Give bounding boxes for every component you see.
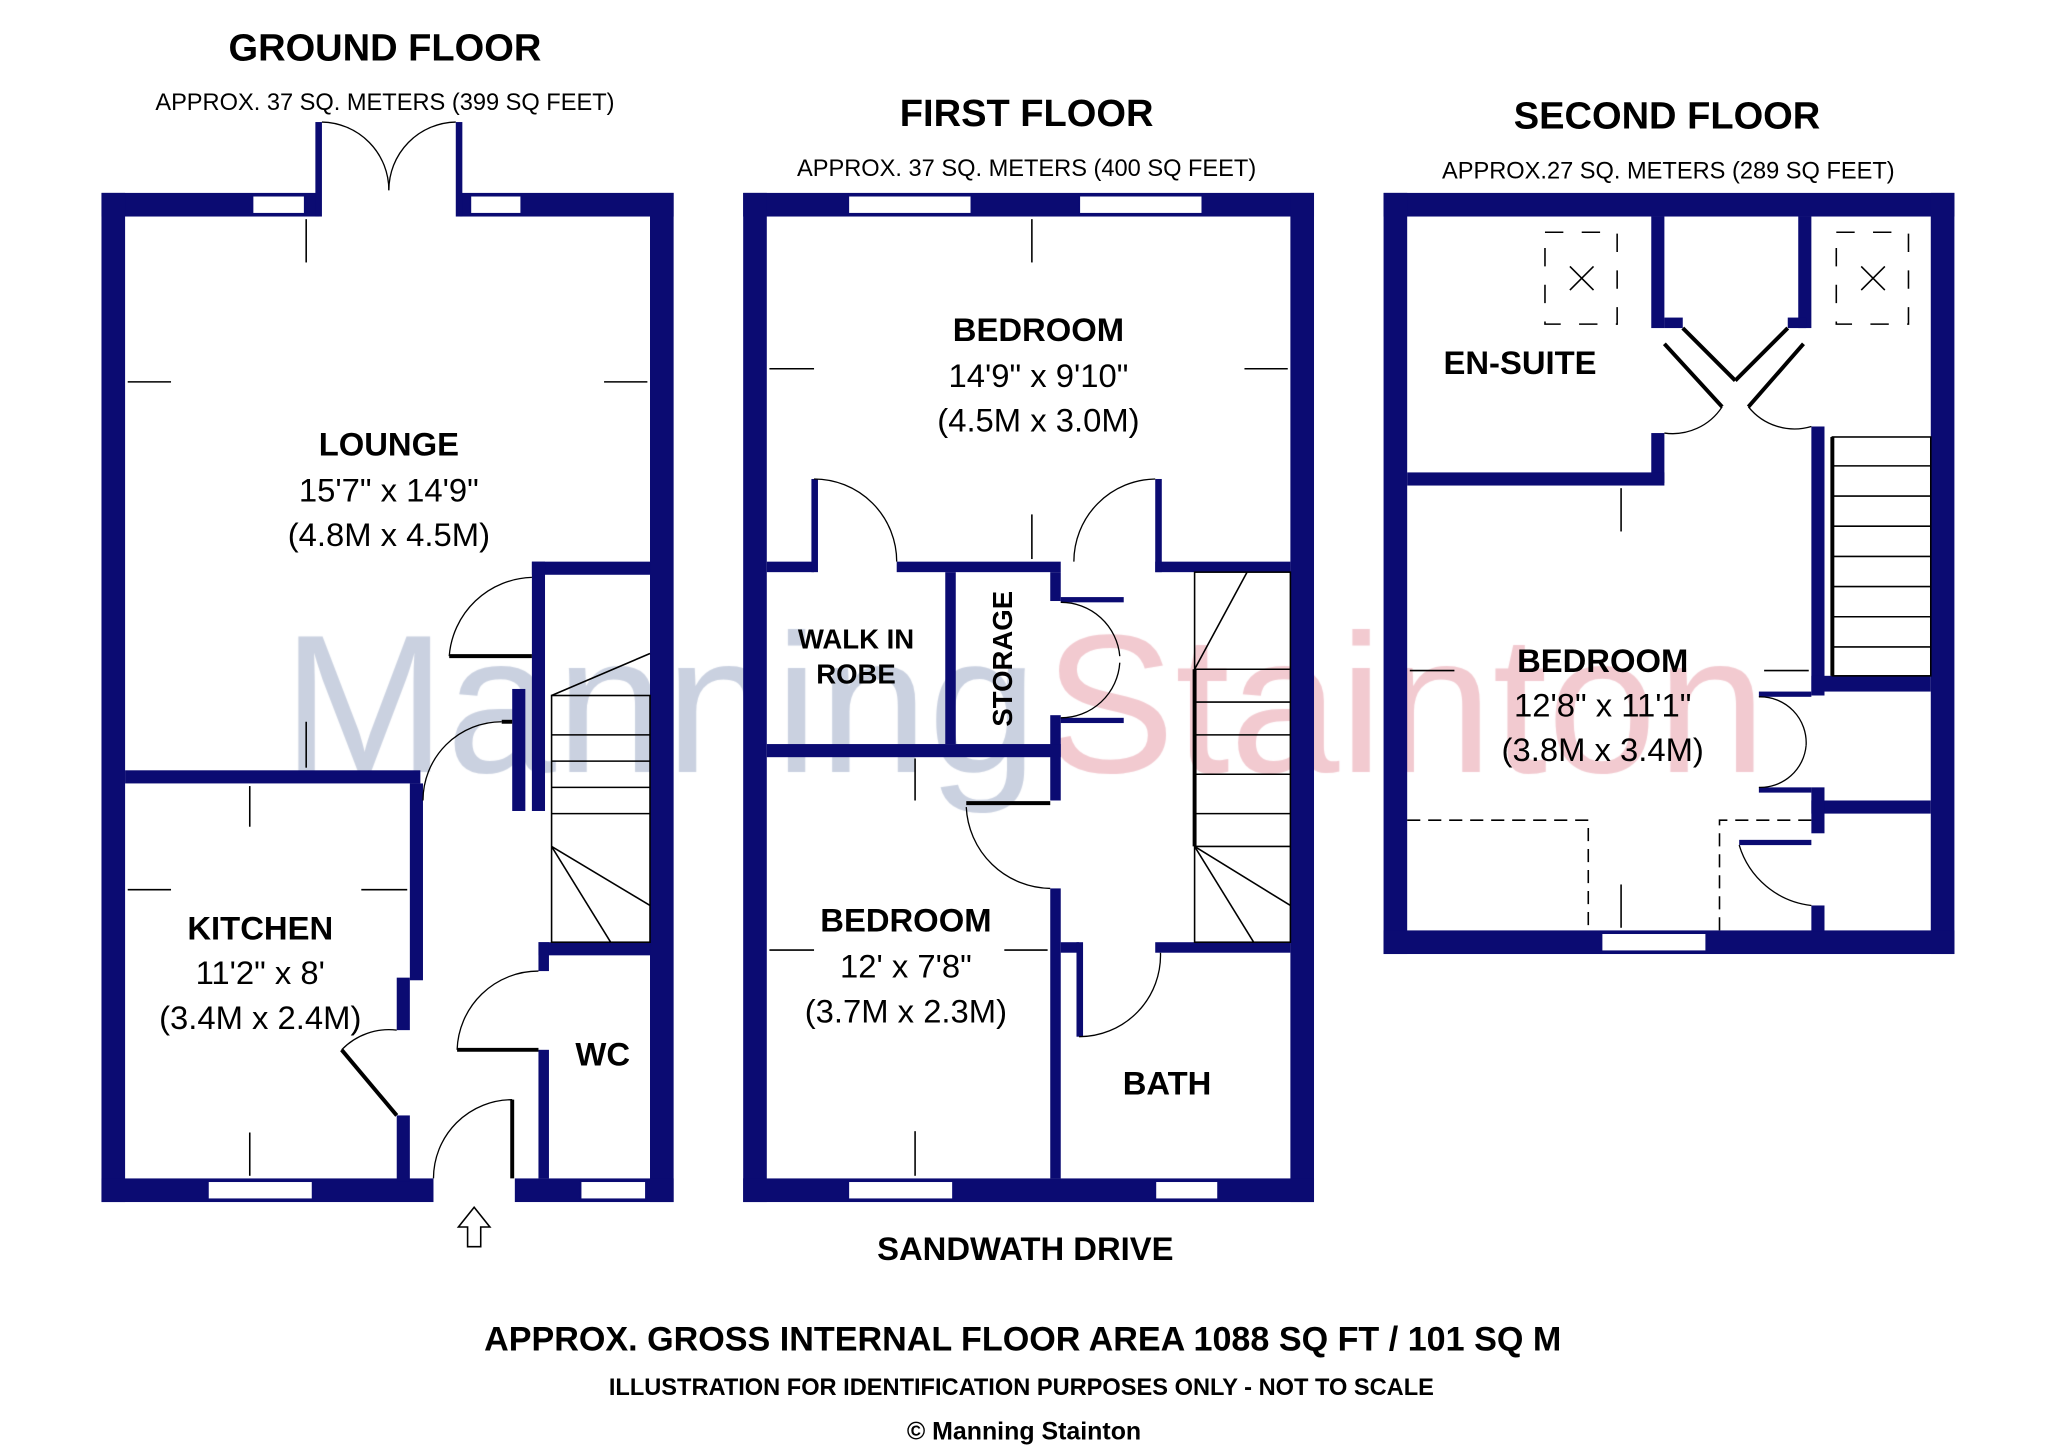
first-floor-plan: FIRST FLOOR APPROX. 37 SQ. METERS (400 S… bbox=[743, 93, 1315, 1267]
dormer-dashed-outline bbox=[1407, 819, 1812, 931]
bedroom-1-label: BEDROOM bbox=[953, 311, 1124, 348]
ground-floor-arrows bbox=[127, 219, 648, 1176]
bedroom-1-dim-imperial: 14'9" x 9'10" bbox=[948, 357, 1128, 394]
skylight-icon bbox=[1544, 231, 1910, 325]
gross-area: APPROX. GROSS INTERNAL FLOOR AREA 1088 S… bbox=[484, 1320, 1561, 1358]
second-floor-arrows bbox=[1409, 488, 1809, 928]
second-floor-stairs bbox=[1830, 436, 1932, 677]
second-floor-area: APPROX.27 SQ. METERS (289 SQ FEET) bbox=[1442, 158, 1895, 184]
second-floor-plan: SECOND FLOOR APPROX.27 SQ. METERS (289 S… bbox=[1383, 96, 1955, 955]
kitchen-label: KITCHEN bbox=[187, 910, 333, 947]
kitchen-dim-metric: (3.4M x 2.4M) bbox=[159, 999, 361, 1036]
bedroom-3-label: BEDROOM bbox=[1517, 642, 1688, 679]
first-floor-title: FIRST FLOOR bbox=[900, 93, 1154, 135]
kitchen-dim-imperial: 11'2" x 8' bbox=[196, 954, 325, 991]
footer: APPROX. GROSS INTERNAL FLOOR AREA 1088 S… bbox=[484, 1320, 1561, 1445]
lounge-dim-metric: (4.8M x 4.5M) bbox=[288, 516, 490, 553]
ground-floor-area: APPROX. 37 SQ. METERS (399 SQ FEET) bbox=[155, 90, 614, 116]
bedroom-2-dim-metric: (3.7M x 2.3M) bbox=[805, 992, 1007, 1029]
bedroom-3-dim-imperial: 12'8" x 11'1" bbox=[1514, 687, 1691, 724]
ground-floor-title: GROUND FLOOR bbox=[229, 27, 542, 69]
lounge-label: LOUNGE bbox=[319, 425, 459, 462]
en-suite-label: EN-SUITE bbox=[1444, 344, 1597, 381]
wc-label: WC bbox=[575, 1036, 630, 1073]
storage-label: STORAGE bbox=[987, 591, 1018, 727]
disclaimer: ILLUSTRATION FOR IDENTIFICATION PURPOSES… bbox=[609, 1375, 1434, 1401]
first-floor-area: APPROX. 37 SQ. METERS (400 SQ FEET) bbox=[797, 156, 1256, 182]
lounge-dim-imperial: 15'7" x 14'9" bbox=[299, 471, 479, 508]
first-floor-arrows bbox=[769, 219, 1288, 1176]
second-floor-walls bbox=[1383, 192, 1955, 955]
bedroom-3-dim-metric: (3.8M x 3.4M) bbox=[1502, 731, 1704, 768]
bedroom-2-label: BEDROOM bbox=[820, 902, 991, 939]
bedroom-2-dim-imperial: 12' x 7'8" bbox=[840, 948, 972, 985]
first-floor-doors bbox=[814, 478, 1162, 1038]
first-floor-windows bbox=[847, 194, 1220, 1201]
bedroom-1-dim-metric: (4.5M x 3.0M) bbox=[937, 402, 1139, 439]
first-floor-stairs bbox=[1192, 571, 1292, 944]
second-floor-windows bbox=[1600, 932, 1708, 953]
street-name: SANDWATH DRIVE bbox=[877, 1230, 1173, 1267]
ground-floor-stairs bbox=[550, 652, 651, 944]
walk-in-robe-label-2: ROBE bbox=[816, 659, 896, 690]
second-floor-title: SECOND FLOOR bbox=[1514, 96, 1821, 138]
walk-in-robe-label-1: WALK IN bbox=[798, 623, 914, 654]
bath-label: BATH bbox=[1123, 1064, 1212, 1101]
second-floor-doors bbox=[1662, 326, 1812, 907]
copyright: © Manning Stainton bbox=[907, 1418, 1141, 1446]
ground-floor-plan: GROUND FLOOR APPROX. 37 SQ. METERS (399 … bbox=[101, 27, 674, 1248]
ground-floor-windows bbox=[206, 194, 648, 1201]
entrance-arrow-icon bbox=[456, 1206, 492, 1248]
ground-floor-doors bbox=[321, 121, 539, 1179]
